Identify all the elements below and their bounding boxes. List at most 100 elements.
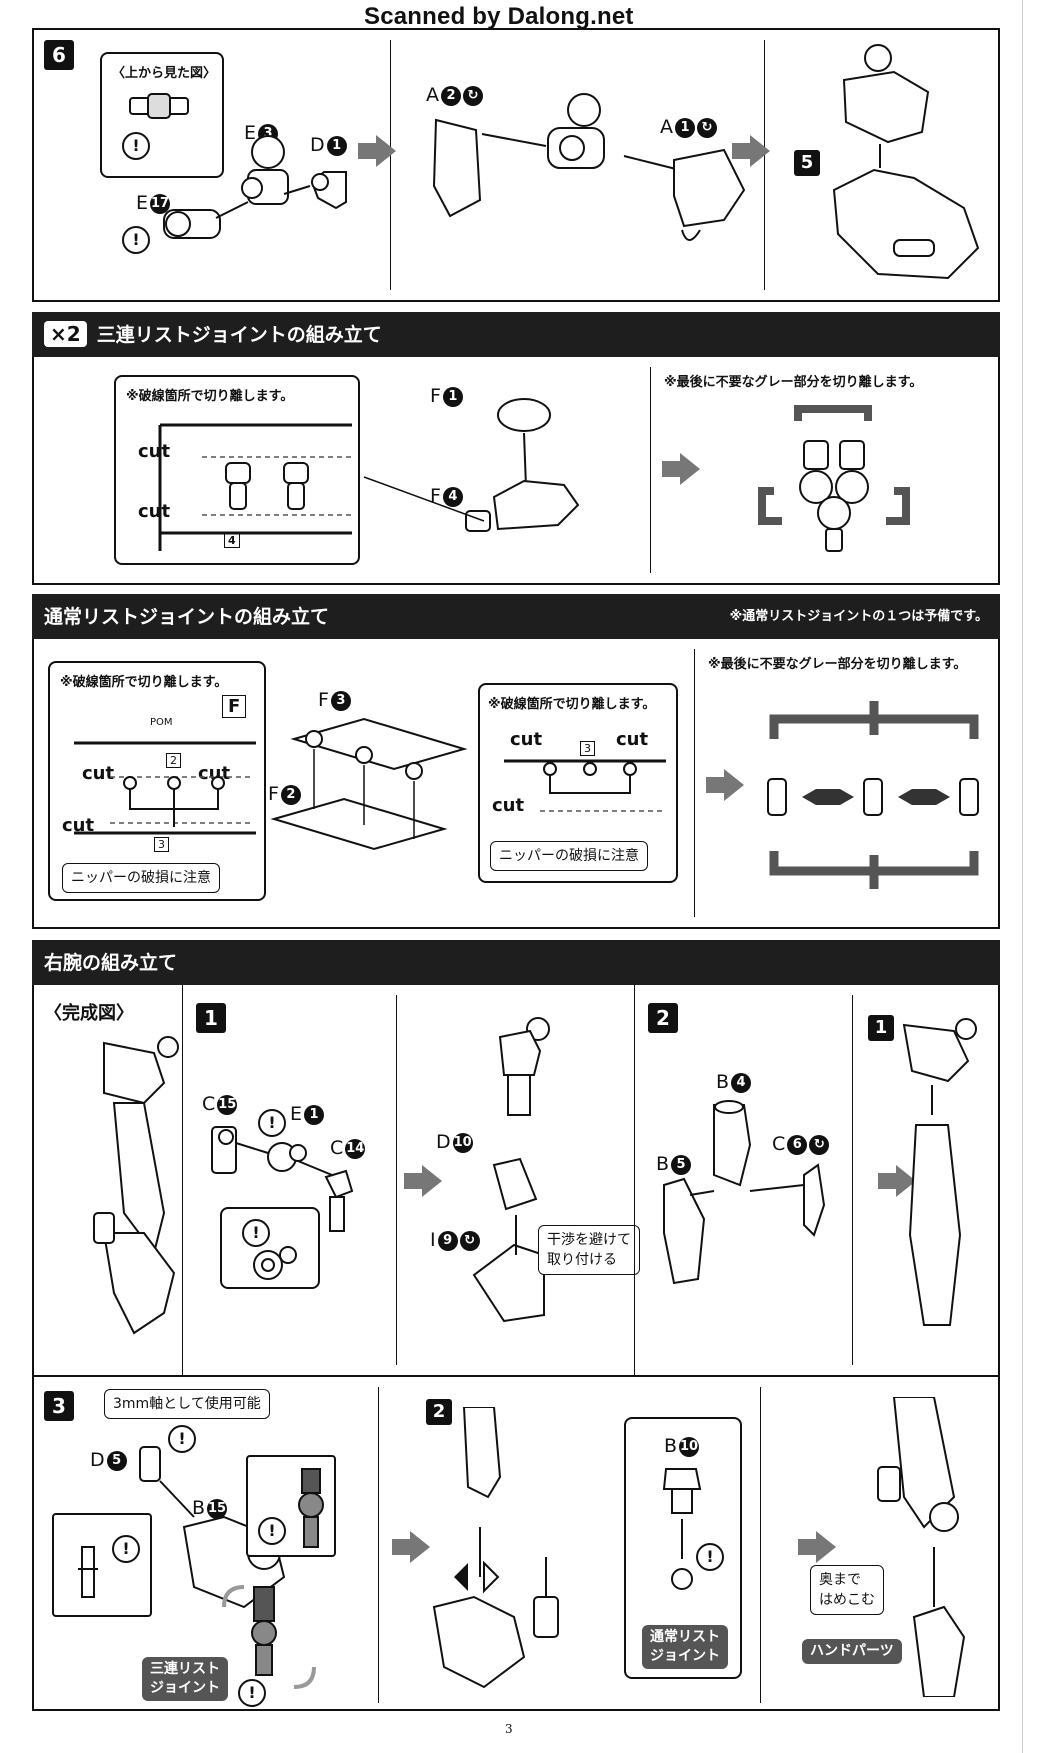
detail-part [253, 1246, 297, 1280]
next-arrow [706, 769, 744, 801]
runner-number: 2 [166, 753, 181, 768]
forearm-shell-drawing [663, 1100, 826, 1285]
step-number: 6 [44, 40, 74, 70]
wrist-joint-finished-drawing [767, 701, 979, 889]
hand-parts-tag: ハンドパーツ [802, 1639, 902, 1664]
nipper-warning: ニッパーの破損に注意 [490, 841, 648, 871]
divider [396, 995, 397, 1365]
triple-joint-tag: 三連リスト ジョイント [142, 1657, 228, 1701]
runner-drawing [74, 741, 256, 835]
shoulder-armor-drawing [432, 93, 746, 241]
elbow-parts-drawing [211, 1126, 354, 1232]
normal-wrist-header: 通常リストジョイントの組み立て ※通常リストジョイントの１つは予備です。 [32, 594, 1000, 640]
arm-joint-drawing [432, 1407, 559, 1689]
scan-edge-line [1022, 0, 1023, 1753]
warning-icon: ! [112, 1535, 140, 1563]
next-arrow [358, 135, 396, 167]
step-number: 2 [648, 1003, 678, 1033]
divider [182, 985, 183, 1377]
normal-joint-drawing [662, 1468, 702, 1590]
cut-label: cut [62, 815, 95, 836]
hand-assembly-drawing [877, 1397, 966, 1697]
push-note: 奥まで はめこむ [810, 1565, 884, 1615]
top-view-label: 〈上から見た図〉 [112, 66, 217, 81]
next-arrow [798, 1531, 836, 1563]
section-title: 右腕の組み立て [44, 952, 178, 974]
cut-note: ※破線箇所で切り離します。 [126, 389, 294, 404]
final-note: ※最後に不要なグレー部分を切り離します。 [664, 375, 923, 390]
cut-label: cut [510, 729, 543, 750]
avoid-note: 干渉を避けて 取り付ける [538, 1225, 640, 1275]
warning-icon: ! [122, 132, 150, 160]
warning-icon: ! [168, 1425, 196, 1453]
detail-part [78, 1546, 98, 1598]
top-view-part [129, 93, 189, 119]
normal-joint-tag: 通常リスト ジョイント [642, 1625, 728, 1669]
warning-icon: ! [238, 1679, 266, 1707]
warning-icon: ! [258, 1517, 286, 1545]
detail-callout: ! [220, 1207, 320, 1289]
shoulder-joint-drawing [163, 135, 347, 239]
next-arrow [662, 453, 700, 485]
step-number: 1 [196, 1003, 226, 1033]
shoulder-assembly-drawing [832, 44, 980, 280]
ref-step: 5 [794, 150, 820, 176]
next-arrow [878, 1165, 916, 1197]
cut-callout-2: ※破線箇所で切り離します。 cut cut cut 3 ニッパーの破損に注意 [478, 683, 678, 883]
runner-number: 3 [154, 837, 169, 852]
runner-drawing [158, 423, 352, 551]
runner-number: 4 [224, 533, 240, 548]
cut-note: ※破線箇所で切り離します。 [60, 675, 228, 690]
cut-note: ※破線箇所で切り離します。 [488, 697, 656, 712]
divider [634, 985, 635, 1377]
cut-label: cut [138, 501, 171, 522]
ref-step: 2 [426, 1399, 452, 1425]
next-arrow [392, 1531, 430, 1563]
complete-label: 〈完成図〉 [44, 1003, 134, 1024]
cut-label: cut [138, 441, 171, 462]
runner-drawing [504, 759, 666, 812]
cut-callout-1: ※破線箇所で切り離します。 F POM 2 cut cut cut 3 ニッパー… [48, 661, 266, 901]
warning-icon: ! [258, 1109, 286, 1137]
normal-wrist-panel: ※破線箇所で切り離します。 F POM 2 cut cut cut 3 ニッパー… [32, 639, 1000, 929]
right-arm-header: 右腕の組み立て [32, 940, 1000, 986]
forearm-assembly-drawing [902, 1018, 977, 1326]
joint-rotation-drawing [222, 1585, 316, 1689]
divider [852, 995, 853, 1365]
divider [378, 1387, 379, 1703]
next-arrow [404, 1165, 442, 1197]
warning-icon: ! [696, 1543, 724, 1571]
multiplier-badge: ×2 [44, 321, 87, 347]
top-view-callout: 〈上から見た図〉 ! [100, 52, 224, 178]
forearm-parts-drawing [472, 1017, 550, 1323]
section-title: 通常リストジョイントの組み立て [44, 606, 330, 628]
section-title: 三連リストジョイントの組み立て [96, 324, 382, 346]
divider [694, 649, 695, 917]
warning-icon: ! [242, 1219, 270, 1247]
final-note: ※最後に不要なグレー部分を切り離します。 [708, 657, 967, 672]
runner-number: 3 [580, 741, 595, 756]
spare-note: ※通常リストジョイントの１つは予備です。 [729, 609, 988, 624]
page-number: 3 [505, 1722, 513, 1736]
joint-callout: ! [246, 1455, 336, 1557]
triple-joint-drawing [363, 398, 580, 532]
